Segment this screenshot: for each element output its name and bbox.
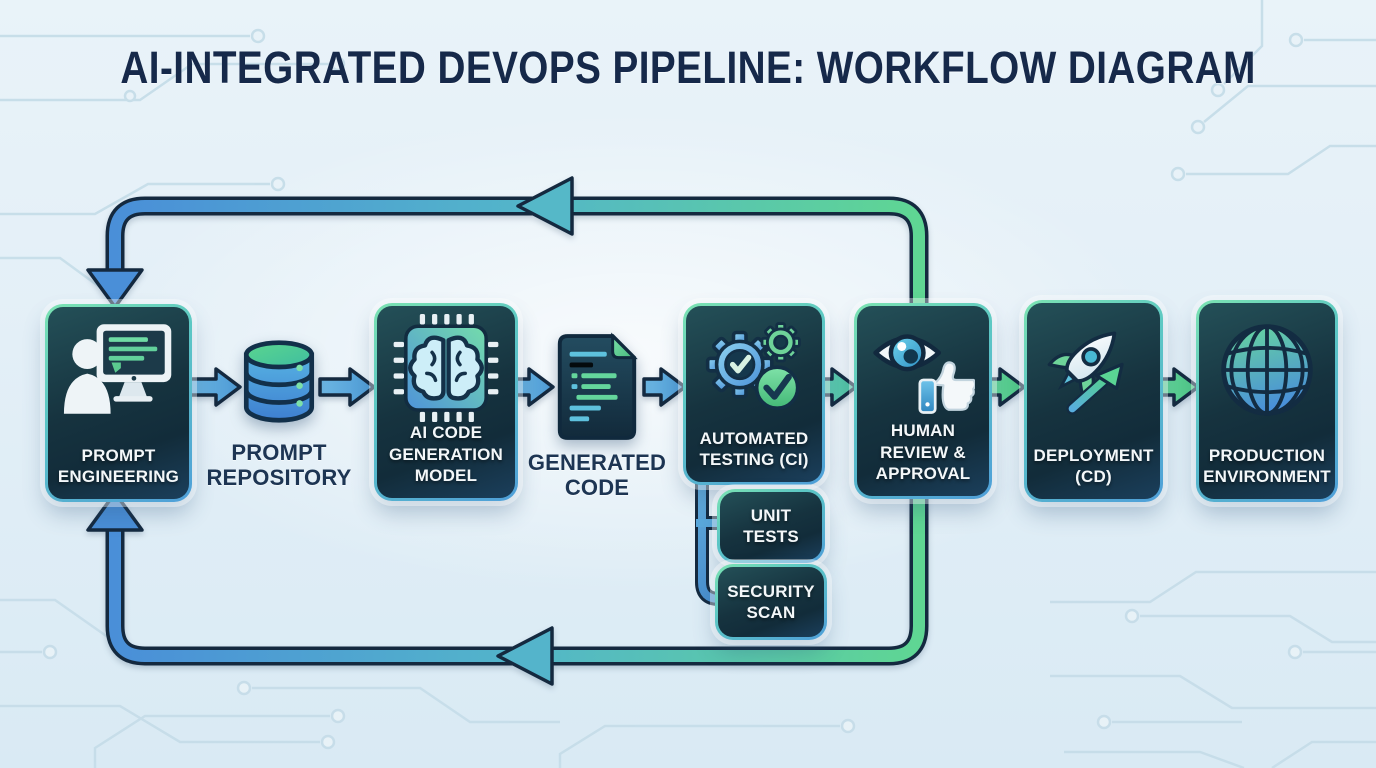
node-security-scan: SECURITY SCAN	[715, 564, 827, 640]
feedback-loop-bottom	[86, 491, 929, 686]
code-document-icon	[557, 332, 638, 440]
page-title: AI-INTEGRATED DEVOPS PIPELINE: WORKFLOW …	[120, 42, 1256, 93]
node-human-review-approval: HUMAN REVIEW & APPROVAL	[854, 303, 992, 499]
node-label: SECURITY SCAN	[727, 581, 815, 622]
user-monitor-icon	[63, 324, 171, 414]
feedback-loop-top	[86, 176, 929, 309]
chip-brain-icon	[393, 314, 499, 423]
node-label: PROMPT REPOSITORY	[206, 440, 352, 491]
node-ai-code-generation-model: AI CODE GENERATION MODEL	[374, 303, 518, 501]
node-label: AUTOMATED TESTING (CI)	[699, 428, 809, 469]
node-label: PROMPT ENGINEERING	[57, 445, 180, 486]
node-label: DEPLOYMENT (CD)	[1033, 445, 1154, 486]
database-icon	[243, 340, 315, 423]
node-label: UNIT TESTS	[743, 505, 799, 546]
node-production-environment: PRODUCTION ENVIRONMENT	[1196, 300, 1338, 502]
arrow-review-to-deployment	[985, 367, 1026, 407]
node-prompt-repository: PROMPT REPOSITORY	[206, 338, 352, 491]
rocket-icon	[1047, 331, 1124, 415]
arrow-testing-to-review	[818, 367, 858, 407]
eye-thumbs-up-icon	[873, 334, 975, 414]
globe-icon	[1221, 324, 1313, 416]
node-generated-code: GENERATED CODE	[527, 332, 667, 501]
node-label: PRODUCTION ENVIRONMENT	[1203, 445, 1331, 486]
arrow-repository-to-model	[318, 367, 376, 407]
gears-check-icon	[705, 322, 801, 410]
node-unit-tests: UNIT TESTS	[717, 489, 825, 563]
node-label: AI CODE GENERATION MODEL	[388, 423, 504, 485]
node-prompt-engineering: PROMPT ENGINEERING	[45, 304, 192, 502]
node-automated-testing: AUTOMATED TESTING (CI)	[683, 303, 825, 485]
arrow-code-to-testing	[642, 367, 687, 407]
node-label: HUMAN REVIEW & APPROVAL	[875, 421, 971, 483]
arrow-deployment-to-production	[1156, 367, 1200, 407]
node-deployment: DEPLOYMENT (CD)	[1024, 300, 1163, 502]
node-label: GENERATED CODE	[527, 450, 667, 501]
